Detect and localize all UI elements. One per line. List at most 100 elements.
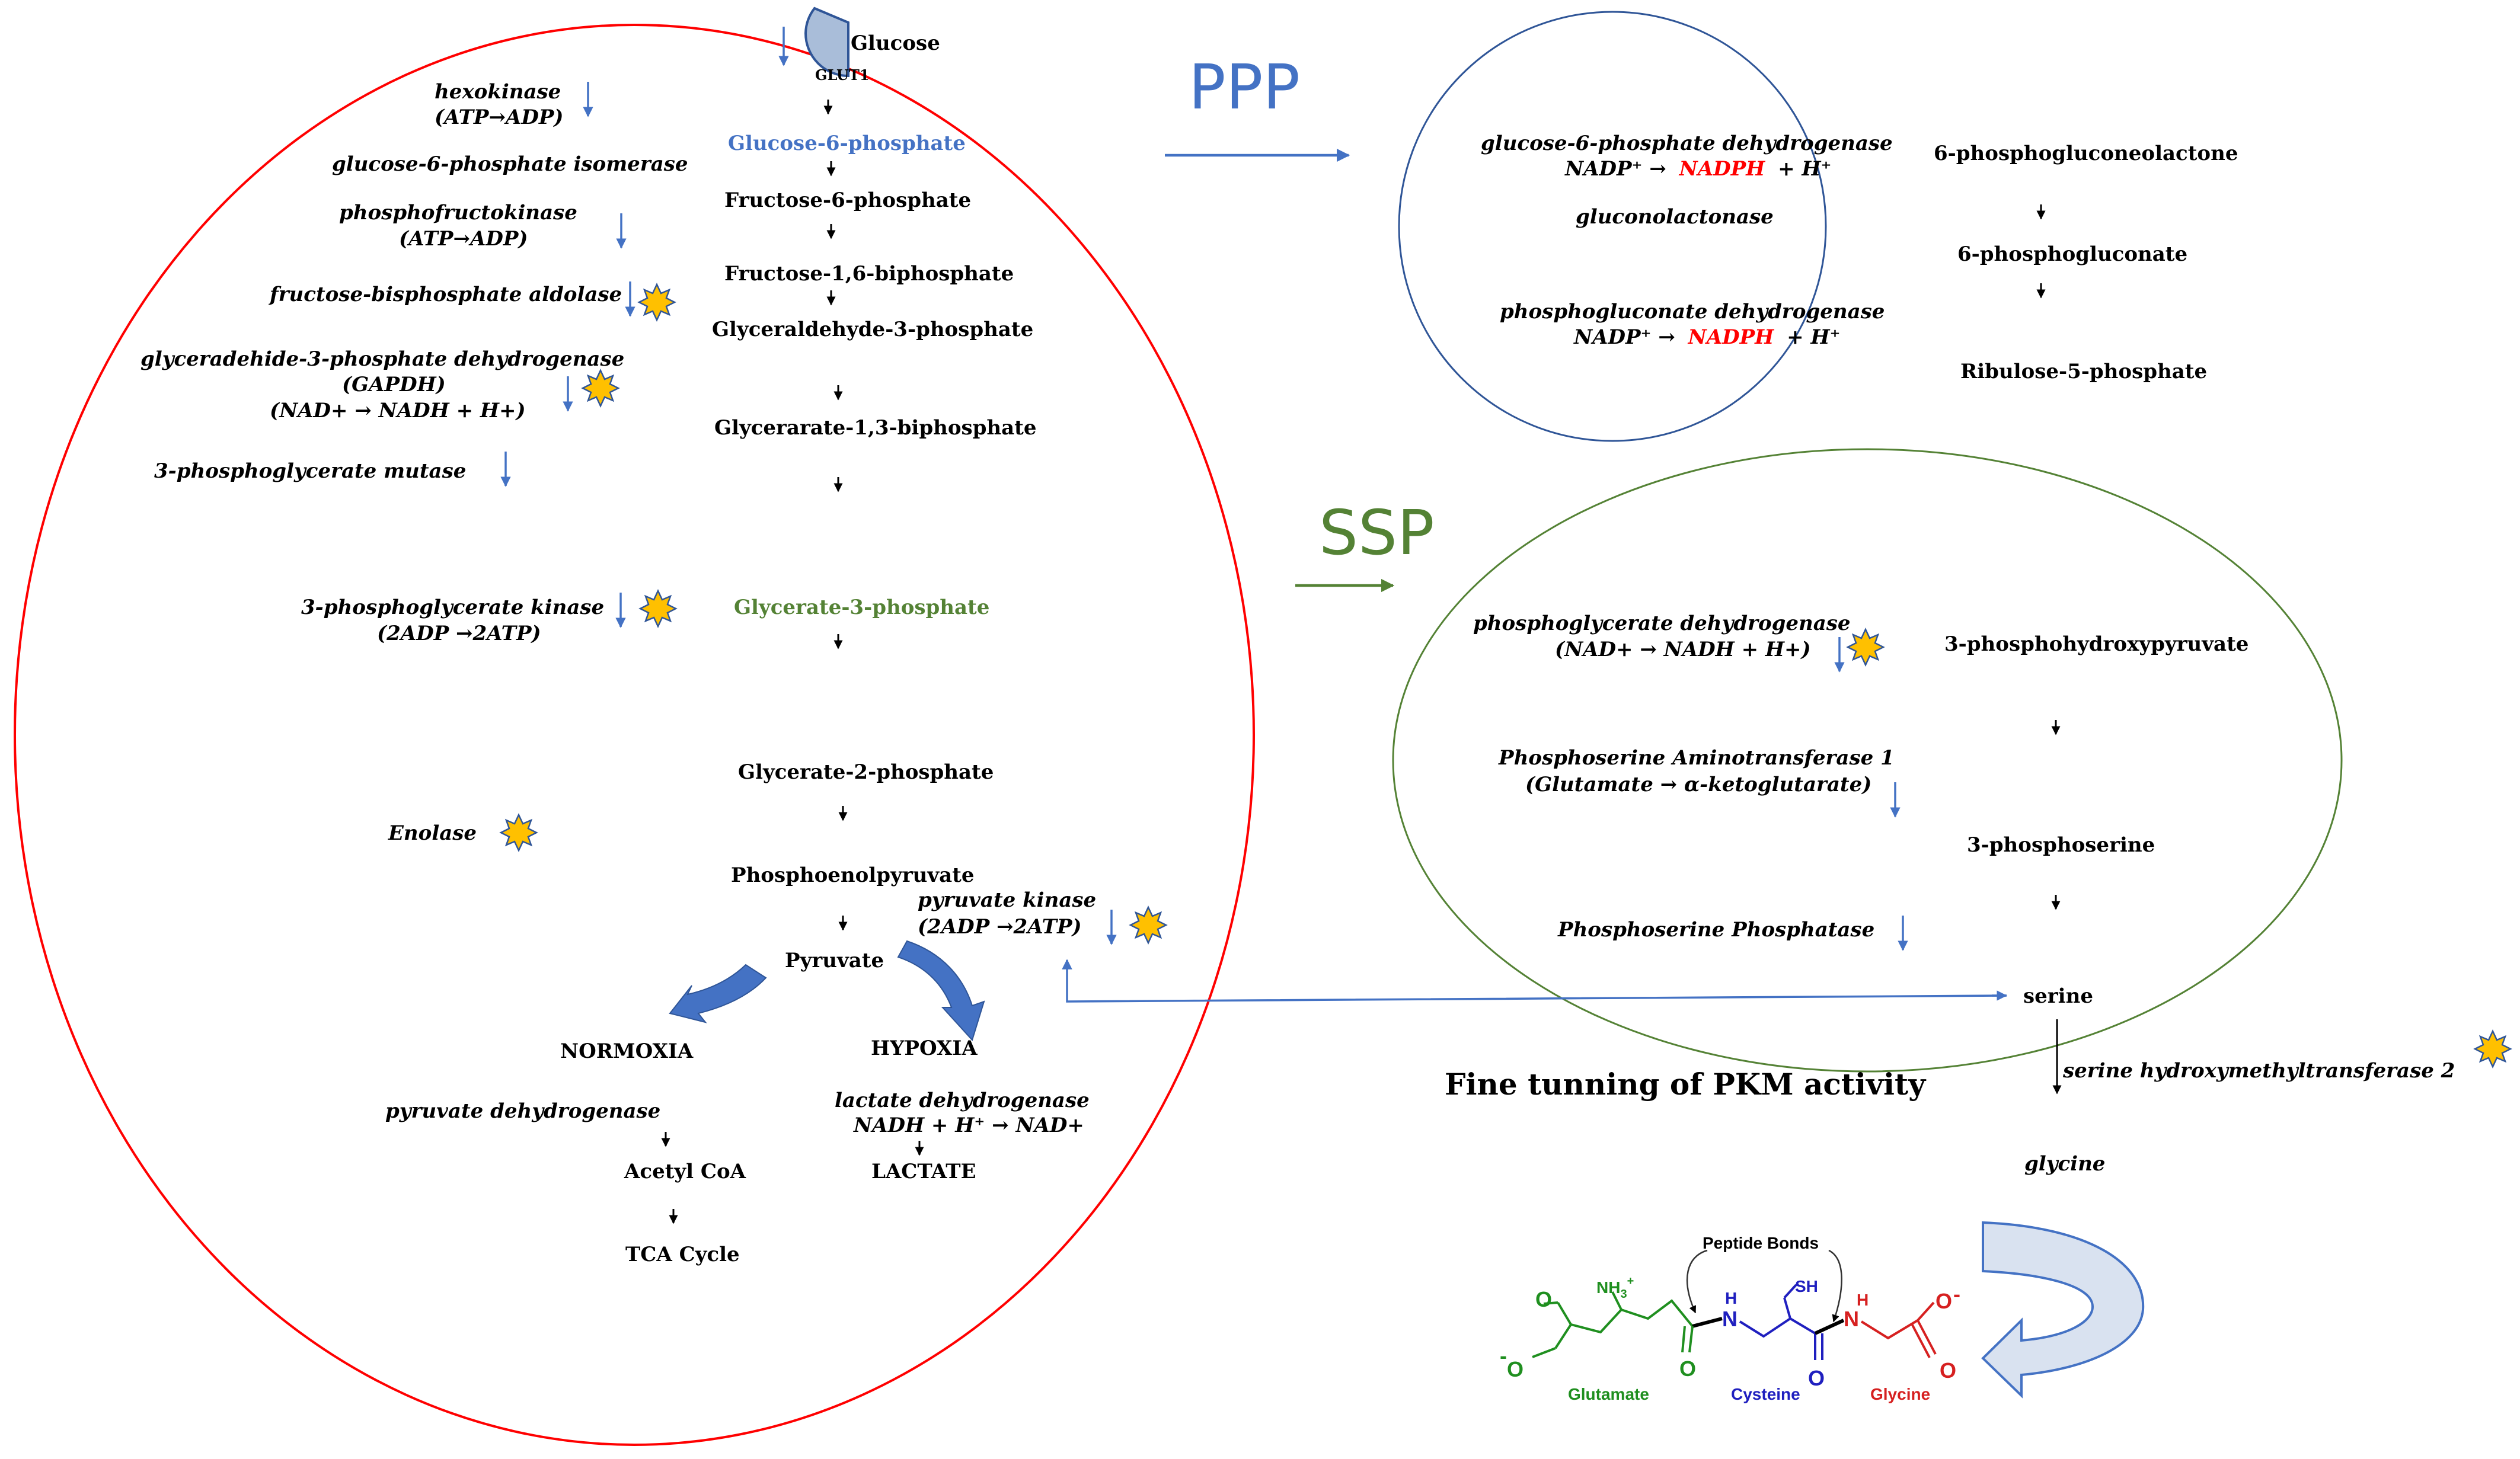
amine-group: NH3+ bbox=[1596, 1275, 1634, 1301]
glutathione-structure: Peptide Bonds O O - NH3+ Glutamate O N H bbox=[1500, 1234, 1960, 1403]
aldolase-label: fructose-bisphosphate aldolase bbox=[269, 283, 622, 306]
hypoxia-curved-arrow bbox=[897, 940, 985, 1041]
amine-subscript: 3 bbox=[1620, 1288, 1627, 1301]
ppp-g6pdh-cofactor: NADP⁺ → NADPH + H⁺ bbox=[1564, 157, 1832, 181]
serine-feedback-arrow bbox=[1062, 959, 2007, 1003]
ssp-metab1-label: 3-phosphohydroxypyruvate bbox=[1944, 632, 2248, 656]
pg2-label: Glycerate-2-phosphate bbox=[738, 760, 994, 784]
ppp-compartment bbox=[1398, 11, 1827, 442]
cofactor-text: + H⁺ bbox=[1787, 325, 1840, 349]
cofactor-text: NADP⁺ → bbox=[1573, 325, 1675, 349]
hexokinase-label: hexokinase bbox=[435, 80, 561, 104]
nitrogen-atom: N bbox=[1844, 1307, 1859, 1331]
starburst-icon bbox=[639, 590, 677, 628]
starburst-icon bbox=[638, 283, 676, 321]
peptide-bond bbox=[1814, 1319, 1845, 1335]
hexokinase-cofactor: (ATP→ADP) bbox=[435, 105, 563, 129]
glycine-bonds bbox=[1860, 1301, 1937, 1358]
glycolysis-compartment bbox=[14, 24, 1255, 1446]
acetyl-coa-label: Acetyl CoA bbox=[624, 1160, 746, 1183]
amine-superscript: + bbox=[1627, 1275, 1634, 1288]
gapdh-abbr: (GAPDH) bbox=[342, 373, 446, 396]
glutamate-bond bbox=[1532, 1347, 1556, 1358]
ldh-cofactor: NADH + H⁺ → NAD+ bbox=[853, 1114, 1084, 1137]
ldh-label: lactate dehydrogenase bbox=[835, 1089, 1090, 1112]
normoxia-curved-arrow bbox=[669, 964, 767, 1023]
peptide-bond-pointer bbox=[1828, 1249, 1842, 1323]
normoxia-label: NORMOXIA bbox=[560, 1039, 694, 1063]
ssp-psat1-cofactor: (Glutamate → α-ketoglutarate) bbox=[1525, 773, 1871, 796]
enolase-label: Enolase bbox=[388, 821, 477, 845]
hypoxia-label: HYPOXIA bbox=[871, 1036, 978, 1060]
pk-cofactor: (2ADP →2ATP) bbox=[918, 915, 1082, 939]
starburst-icon bbox=[582, 369, 619, 407]
peptide-bonds-label: Peptide Bonds bbox=[1703, 1234, 1819, 1252]
starburst-icon bbox=[500, 814, 538, 852]
glutamate-bonds bbox=[1543, 1291, 1694, 1349]
oxygen-atom: O bbox=[1535, 1287, 1552, 1311]
glutamate-label: Glutamate bbox=[1568, 1385, 1649, 1403]
ppp-pgd-label: phosphogluconate dehydrogenase bbox=[1500, 300, 1885, 324]
hydrogen-atom: H bbox=[1725, 1289, 1737, 1307]
pkm-fine-tuning-label: Fine tunning of PKM activity bbox=[1445, 1067, 1927, 1102]
ssp-psat1-label: Phosphoserine Aminotransferase 1 bbox=[1498, 746, 1895, 770]
amine-text: NH bbox=[1596, 1278, 1620, 1297]
ppp-metab2-label: 6-phosphogluconate bbox=[1957, 242, 2187, 266]
pg3-label: Glycerate-3-phosphate bbox=[734, 596, 989, 619]
pgk-cofactor: (2ADP →2ATP) bbox=[377, 622, 541, 645]
pfk-label: phosphofructokinase bbox=[339, 201, 577, 225]
glut1-transporter: GLUT1 bbox=[804, 7, 870, 84]
gapdh-label: glyceradehide-3-phosphate dehydrogenase bbox=[140, 347, 624, 371]
ssp-phgdh-cofactor: (NAD+ → NADH + H+) bbox=[1555, 638, 1811, 661]
nadph-text: NADPH bbox=[1679, 157, 1767, 181]
ssp-compartment bbox=[1392, 448, 2343, 1073]
tca-label: TCA Cycle bbox=[625, 1243, 740, 1266]
ssp-psph-label: Phosphoserine Phosphatase bbox=[1557, 918, 1874, 942]
peptide-bond-pointer bbox=[1687, 1249, 1708, 1314]
cysteine-label: Cysteine bbox=[1731, 1385, 1800, 1403]
ppp-metab3-label: Ribulose-5-phosphate bbox=[1960, 360, 2207, 383]
svg-text:NADP⁺ → NADPH + H⁺: NADP⁺ → NADPH + H⁺ bbox=[1573, 325, 1841, 349]
pdh-label: pyruvate dehydrogenase bbox=[385, 1099, 660, 1123]
peptide-bond bbox=[1692, 1317, 1723, 1328]
ppp-pgd-cofactor: NADP⁺ → NADPH + H⁺ bbox=[1573, 325, 1841, 349]
cofactor-text: + H⁺ bbox=[1778, 157, 1831, 181]
oxygen-atom: O bbox=[1940, 1358, 1956, 1383]
curved-block-arrow-icon bbox=[1981, 1221, 2145, 1399]
glut1-transporter-shape bbox=[804, 7, 849, 78]
ppp-metab1-label: 6-phosphogluconeolactone bbox=[1934, 142, 2238, 165]
ssp-phgdh-label: phosphoglycerate dehydrogenase bbox=[1473, 612, 1851, 635]
cysteine-bonds bbox=[1739, 1284, 1823, 1360]
glucose-label: Glucose bbox=[851, 31, 940, 55]
g3p-label: Glyceraldehyde-3-phosphate bbox=[712, 318, 1033, 341]
svg-text:NADP⁺ → NADPH + H⁺: NADP⁺ → NADPH + H⁺ bbox=[1564, 157, 1832, 181]
starburst-icon bbox=[2474, 1030, 2512, 1068]
cofactor-text: NADP⁺ → bbox=[1564, 157, 1666, 181]
starburst-icon bbox=[1129, 906, 1167, 944]
ssp-metab2-label: 3-phosphoserine bbox=[1967, 833, 2155, 857]
charge-sign: - bbox=[1500, 1343, 1507, 1368]
carbonyl-bond bbox=[1688, 1326, 1694, 1353]
g6p-label: Glucose-6-phosphate bbox=[728, 132, 966, 155]
serine-label: serine bbox=[2023, 984, 2093, 1008]
hydrogen-atom: H bbox=[1857, 1291, 1869, 1309]
glycine-structure-label: Glycine bbox=[1870, 1385, 1930, 1403]
oxygen-atom: O bbox=[1935, 1289, 1952, 1313]
glycine-label: glycine bbox=[2024, 1152, 2105, 1176]
bpg-label: Glycerarate-1,3-biphosphate bbox=[714, 416, 1037, 440]
glut1-label: GLUT1 bbox=[815, 66, 870, 84]
shmt2-label: serine hydroxymethyltransferase 2 bbox=[2062, 1059, 2455, 1083]
lactate-label: LACTATE bbox=[871, 1160, 976, 1183]
pep-label: Phosphoenolpyruvate bbox=[731, 863, 975, 887]
nadph-text: NADPH bbox=[1688, 325, 1775, 349]
f16bp-label: Fructose-1,6-biphosphate bbox=[724, 262, 1014, 286]
pfk-cofactor: (ATP→ADP) bbox=[399, 227, 528, 251]
oxygen-atom: O bbox=[1808, 1366, 1825, 1390]
pgm-label: 3-phosphoglycerate mutase bbox=[154, 459, 466, 483]
oxygen-atom: O bbox=[1507, 1357, 1524, 1381]
ppp-gluconolactonase-label: gluconolactonase bbox=[1576, 205, 1774, 229]
starburst-icon bbox=[1847, 628, 1885, 666]
pk-label: pyruvate kinase bbox=[918, 888, 1096, 912]
pgk-label: 3-phosphoglycerate kinase bbox=[301, 596, 604, 619]
pyruvate-label: Pyruvate bbox=[785, 949, 884, 972]
